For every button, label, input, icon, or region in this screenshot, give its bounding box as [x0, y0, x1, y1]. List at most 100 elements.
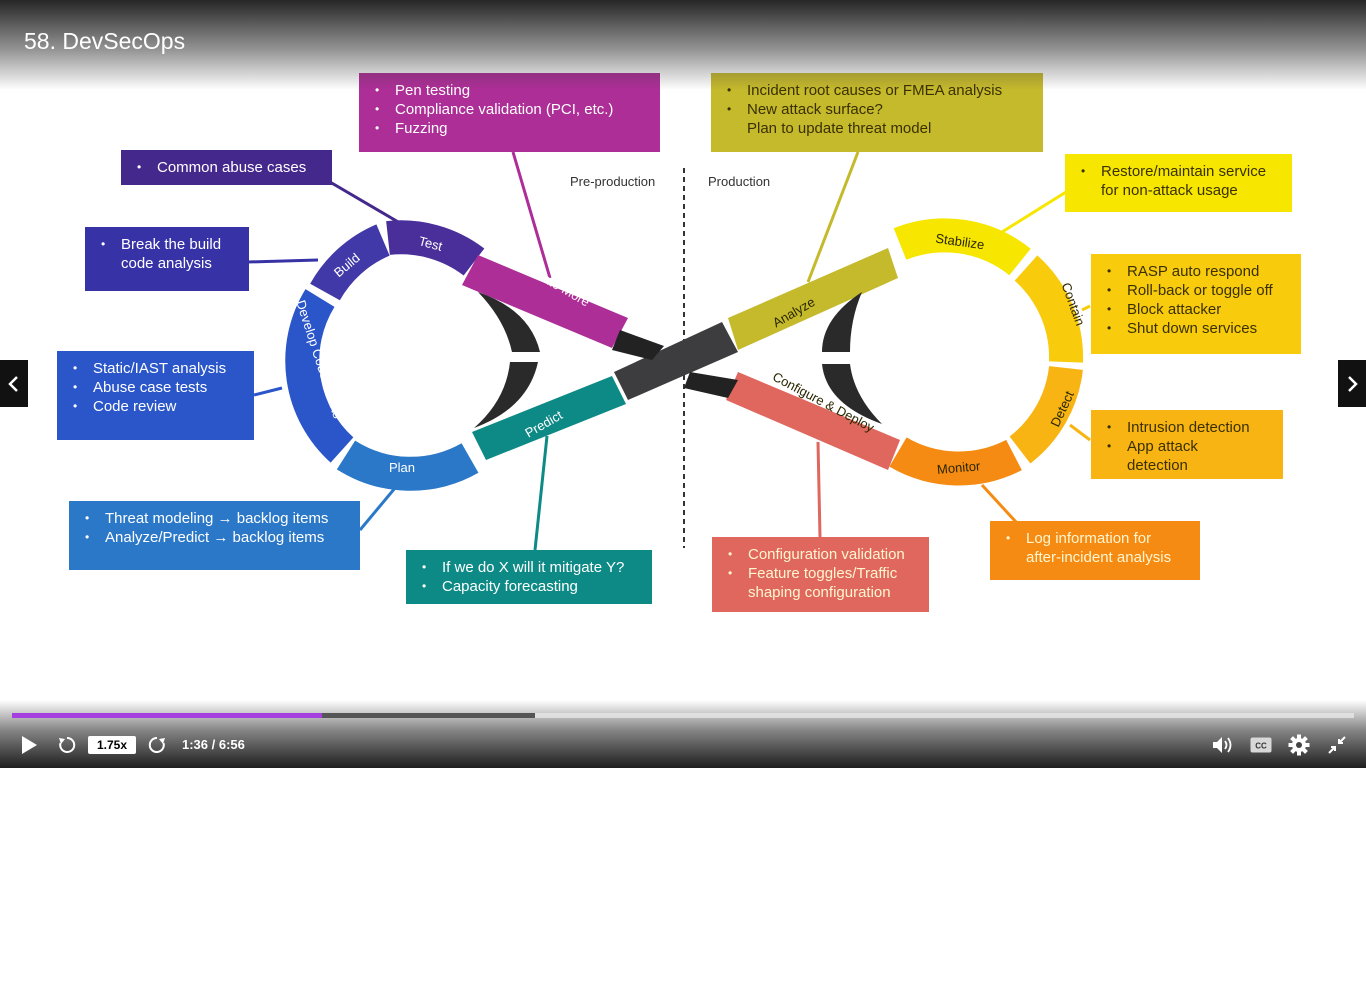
chevron-right-icon [1348, 375, 1358, 392]
callout-item: Static/IAST analysis [69, 359, 244, 378]
center-arrow-right [684, 372, 738, 398]
connector-rasp [1081, 304, 1091, 312]
stage-label-monitor: Monitor [936, 458, 981, 477]
callout-mitigate: If we do X will it mitigate Y? Capacity … [406, 550, 652, 604]
inner-arrow-right-bottom [822, 364, 882, 424]
callout-item: Plan to update threat model [747, 120, 932, 137]
devsecops-diagram: Test Build Develop Code / Tests Plan Pre… [0, 0, 1366, 700]
stage-label-stabilize: Stabilize [935, 231, 986, 253]
play-button[interactable] [18, 734, 40, 756]
play-icon [22, 736, 37, 754]
forward-icon [148, 736, 165, 753]
callout-item: Configuration validation [724, 545, 919, 564]
video-title: 58. DevSecOps [24, 28, 186, 54]
inner-arrow-left-bottom [474, 362, 538, 428]
callout-item: Code review [69, 397, 244, 416]
callout-item: New attack surface? [723, 100, 1033, 119]
connector-pen [511, 151, 552, 279]
callout-item: Fuzzing [371, 119, 650, 138]
callout-log: Log information for after-incident analy… [990, 521, 1200, 580]
center-cross-band [614, 322, 738, 400]
connector-intrusion [1069, 423, 1091, 442]
callout-item: Threat modeling → backlog items [81, 509, 350, 528]
connector-abuse [329, 180, 406, 228]
phase-label-prod: Production [708, 174, 771, 189]
connector-restore [1001, 190, 1067, 234]
configure-band [726, 372, 900, 470]
callout-item: Break the build [97, 235, 239, 254]
callout-item: Roll-back or toggle off [1103, 281, 1291, 300]
connector-break [247, 258, 319, 264]
title-overlay [0, 0, 1366, 90]
captions-icon: CC [1250, 737, 1272, 753]
inner-arrow-right-top [822, 292, 862, 352]
progress-bar[interactable] [12, 713, 1354, 718]
rewind-icon [59, 736, 76, 753]
prev-slide-button[interactable] [0, 360, 28, 407]
connector-log [980, 483, 1018, 524]
settings-icon [1288, 734, 1310, 756]
develop-segment [285, 289, 354, 463]
callout-item: Compliance validation (PCI, etc.) [371, 100, 650, 119]
stage-label-plan: Plan [389, 460, 415, 475]
rewind-button[interactable] [56, 734, 78, 756]
stage-label-test: Test [417, 233, 444, 254]
settings-button[interactable] [1287, 734, 1311, 756]
connector-threat [358, 487, 397, 531]
phase-label-pre: Pre-production [570, 174, 656, 189]
next-slide-button[interactable] [1338, 360, 1366, 407]
connector-mitigate [533, 435, 549, 551]
connector-static [253, 386, 283, 397]
build-segment [310, 224, 391, 301]
callout-abuse: Common abuse cases [121, 150, 332, 185]
volume-button[interactable] [1212, 734, 1234, 756]
callout-rasp: RASP auto respond Roll-back or toggle of… [1091, 254, 1301, 354]
svg-text:CC: CC [1255, 742, 1267, 751]
callout-item: RASP auto respond [1103, 262, 1291, 281]
callout-item: Abuse case tests [69, 378, 244, 397]
callout-item: Shut down services [1103, 319, 1291, 338]
validate-band [462, 255, 628, 348]
callout-config: Configuration validation Feature toggles… [712, 537, 929, 612]
exit-fullscreen-button[interactable] [1326, 734, 1348, 756]
plan-segment [336, 440, 479, 491]
detect-segment [1009, 365, 1083, 464]
callout-item: Restore/maintain service [1077, 162, 1282, 181]
progress-played [12, 713, 322, 718]
callout-item: after-incident analysis [1026, 549, 1172, 566]
callout-item: shaping configuration [748, 584, 891, 601]
connector-incident [806, 151, 860, 283]
callout-item: App attack [1103, 437, 1273, 456]
test-segment [386, 220, 485, 276]
time-display: 1:36 / 6:56 [182, 737, 245, 752]
analyze-band [728, 248, 898, 350]
contain-segment [1014, 255, 1084, 363]
inner-arrow-left-top [478, 292, 540, 352]
callout-break: Break the build code analysis [85, 227, 249, 291]
callout-item: code analysis [121, 255, 212, 272]
callout-item: for non-attack usage [1101, 182, 1238, 199]
volume-icon [1213, 737, 1232, 753]
forward-button[interactable] [146, 734, 168, 756]
callout-item: Capacity forecasting [418, 577, 642, 596]
callout-item: Common abuse cases [133, 158, 322, 177]
player-controls: 1.75x 1:36 / 6:56 CC [0, 700, 1366, 768]
video-player[interactable]: Test Build Develop Code / Tests Plan Pre… [0, 0, 1366, 768]
callout-item: detection [1127, 457, 1188, 474]
monitor-segment [889, 437, 1022, 486]
callout-restore: Restore/maintain service for non-attack … [1065, 154, 1292, 212]
callout-item: Feature toggles/Traffic [724, 564, 919, 583]
callout-item: Log information for [1002, 529, 1190, 548]
predict-band [472, 376, 626, 460]
chevron-left-icon [8, 375, 18, 392]
callout-intrusion: Intrusion detection App attack detection [1091, 410, 1283, 479]
connector-config [816, 441, 822, 538]
exit-fullscreen-icon [1328, 736, 1346, 754]
callout-threat: Threat modeling → backlog items Analyze/… [69, 501, 360, 570]
callout-static: Static/IAST analysis Abuse case tests Co… [57, 351, 254, 440]
playback-speed-button[interactable]: 1.75x [88, 736, 136, 754]
callout-item: Intrusion detection [1103, 418, 1273, 437]
callout-item: If we do X will it mitigate Y? [418, 558, 642, 577]
center-arrow-left [612, 330, 664, 360]
captions-button[interactable]: CC [1249, 734, 1273, 756]
